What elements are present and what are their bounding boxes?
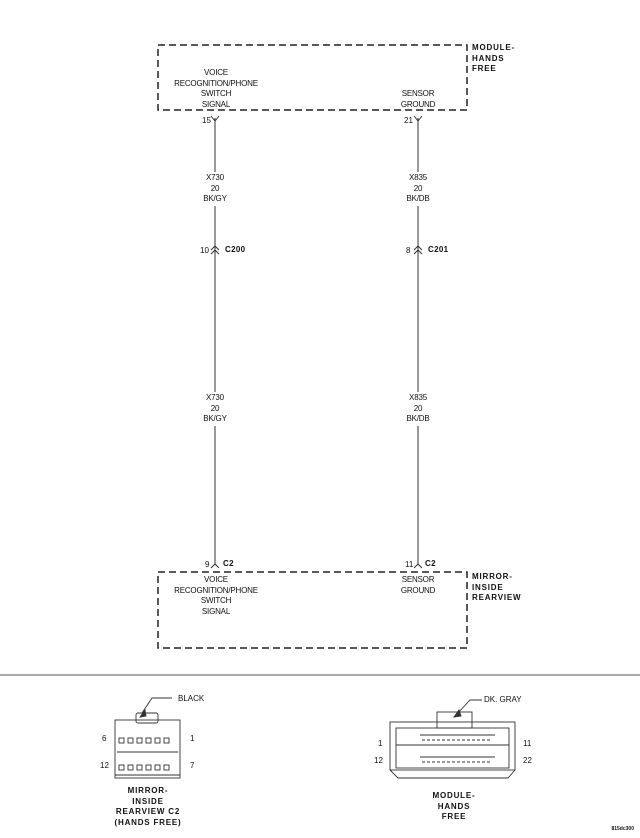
connector-pin-number: 6: [102, 734, 107, 743]
module-name-line: FREE: [472, 64, 497, 73]
function-line: RECOGNITION/PHONE: [174, 585, 258, 595]
mirror-pin: 11: [405, 560, 414, 569]
inline-pin: 8: [406, 246, 411, 255]
connector-pin-number: 12: [100, 761, 109, 770]
function-line: RECOGNITION/PHONE: [174, 78, 258, 88]
wire-circuit: X835: [409, 393, 427, 402]
wire-gauge: 20: [210, 403, 220, 413]
wire-label: X835 20 BK/DB: [406, 173, 429, 205]
wire-gauge: 20: [413, 403, 423, 413]
pin-terminal-icon: [413, 115, 423, 122]
wire-color: BK/GY: [203, 194, 227, 203]
connector-title-line: INSIDE: [132, 796, 164, 806]
wire-circuit: X730: [206, 173, 224, 182]
wire-label: X835 20 BK/DB: [406, 393, 429, 425]
wire-color: BK/DB: [406, 414, 430, 423]
connector-title: MIRROR- INSIDE REARVIEW C2 (HANDS FREE): [115, 786, 182, 828]
connector-title-line: MIRROR-: [127, 786, 169, 795]
wire-gauge: 20: [210, 183, 220, 193]
wire-circuit: X835: [409, 173, 427, 182]
wire-label: X730 20 BK/GY: [203, 393, 227, 425]
mirror-connector-name: C2: [223, 559, 234, 568]
module-name: MODULE- HANDS FREE: [472, 43, 515, 75]
wire-color: BK/DB: [406, 194, 430, 203]
inline-connector-name: C200: [225, 245, 246, 254]
mirror-name-line: REARVIEW: [472, 593, 522, 602]
circuit-function-label: SENSOR GROUND: [400, 575, 436, 596]
connector-title-line: REARVIEW C2: [115, 807, 181, 816]
mirror-name-line: MIRROR-: [472, 572, 513, 581]
connector-color-label: DK. GRAY: [484, 695, 522, 704]
inline-connector-icon: [413, 245, 423, 251]
module-box: [157, 44, 468, 111]
function-line: SWITCH: [200, 596, 232, 605]
connector-title-line: FREE: [441, 812, 467, 821]
function-line: SIGNAL: [201, 99, 231, 109]
inline-pin: 10: [200, 246, 209, 255]
mirror-name-line: INSIDE: [472, 582, 504, 592]
inline-connector-name: C201: [428, 245, 449, 254]
function-line: SIGNAL: [201, 606, 231, 616]
wire-circuit: X730: [206, 393, 224, 402]
pin-terminal-icon: [210, 115, 220, 122]
function-line: VOICE: [204, 575, 228, 584]
figure-reference: 815dc300: [611, 826, 634, 832]
connector-pin-number: 7: [190, 761, 195, 770]
connector-title-line: MODULE-: [432, 791, 476, 800]
module-pin: 15: [202, 116, 211, 125]
pin-row-top: [118, 737, 170, 744]
wire-label: X730 20 BK/GY: [203, 173, 227, 205]
pin-row-bottom: [118, 764, 170, 771]
function-line: SENSOR: [401, 89, 435, 98]
connector-pin-number: 1: [190, 734, 195, 743]
inline-connector-icon: [210, 245, 220, 251]
mirror-connector-drawing: [114, 697, 181, 779]
module-name-line: MODULE-: [472, 43, 515, 52]
connector-title-line: HANDS: [437, 801, 471, 811]
pin-terminal-icon: [210, 563, 220, 569]
mirror-box: [157, 571, 468, 649]
connector-pin-number: 12: [374, 756, 383, 765]
circuit-function-label: VOICE RECOGNITION/PHONE SWITCH SIGNAL: [174, 68, 258, 110]
connector-title: MODULE- HANDS FREE: [433, 791, 476, 823]
function-line: VOICE: [204, 68, 228, 77]
connector-pin-number: 22: [523, 756, 532, 765]
mirror-name: MIRROR- INSIDE REARVIEW: [472, 572, 521, 604]
module-name-line: HANDS: [472, 53, 505, 63]
function-line: GROUND: [400, 99, 436, 109]
circuit-function-label: VOICE RECOGNITION/PHONE SWITCH SIGNAL: [174, 575, 258, 617]
connector-title-line: (HANDS FREE): [114, 817, 182, 827]
circuit-function-label: SENSOR GROUND: [400, 89, 436, 110]
wire-color: BK/GY: [203, 414, 227, 423]
mirror-pin: 9: [205, 560, 210, 569]
function-line: SENSOR: [401, 575, 435, 584]
module-connector-drawing: [389, 699, 516, 779]
module-pin: 21: [404, 116, 413, 125]
connector-color-label: BLACK: [178, 694, 205, 703]
mirror-connector-name: C2: [425, 559, 436, 568]
pin-terminal-icon: [413, 563, 423, 569]
function-line: SWITCH: [200, 89, 232, 98]
wire-gauge: 20: [413, 183, 423, 193]
connector-pin-number: 11: [523, 739, 532, 748]
connector-pin-number: 1: [378, 739, 383, 748]
function-line: GROUND: [400, 585, 436, 595]
